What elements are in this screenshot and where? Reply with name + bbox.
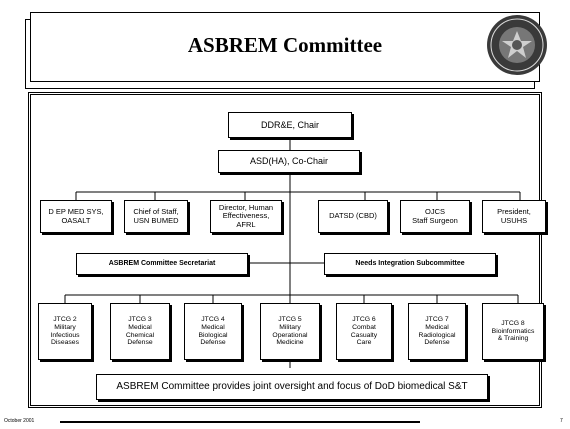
dod-seal-icon: [487, 15, 547, 75]
member-box: Chief of Staff, USN BUMED: [124, 200, 188, 233]
chair-label: DDR&E, Chair: [260, 119, 319, 130]
org-chart-panel: [28, 92, 542, 408]
member-label: OJCS Staff Surgeon: [412, 206, 458, 225]
member-label: DATSD (CBD): [329, 211, 377, 221]
member-box: OJCS Staff Surgeon: [400, 200, 470, 233]
jtcg-label: JTCG 8 Bioinformatics & Training: [491, 319, 535, 343]
jtcg-label: JTCG 6 Combat Casualty Care: [350, 315, 378, 347]
jtcg-box: JTCG 2 Military Infectious Diseases: [38, 303, 92, 360]
chair-box: DDR&E, Chair: [228, 112, 352, 138]
jtcg-label: JTCG 2 Military Infectious Diseases: [50, 315, 80, 347]
jtcg-label: JTCG 7 Medical Radiological Defense: [418, 315, 456, 347]
member-box: President, USUHS: [482, 200, 546, 233]
summary-label: ASBREM Committee provides joint oversigh…: [116, 381, 468, 393]
secretariat-box: ASBREM Committee Secretariat: [76, 253, 248, 275]
member-box: D EP MED SYS, OASALT: [40, 200, 112, 233]
member-label: D EP MED SYS, OASALT: [48, 206, 104, 225]
footer-date: October 2001: [4, 418, 35, 424]
member-label: President, USUHS: [497, 206, 531, 225]
cochair-label: ASD(HA), Co-Chair: [249, 156, 328, 167]
jtcg-box: JTCG 4 Medical Biological Defense: [184, 303, 242, 360]
member-box: DATSD (CBD): [318, 200, 388, 233]
subcommittee-box: Needs Integration Subcommittee: [324, 253, 496, 275]
member-label: Director, Human Effectiveness, AFRL: [218, 202, 274, 229]
summary-box: ASBREM Committee provides joint oversigh…: [96, 374, 488, 400]
page-title: ASBREM Committee: [187, 33, 383, 57]
jtcg-box: JTCG 7 Medical Radiological Defense: [408, 303, 466, 360]
cochair-box: ASD(HA), Co-Chair: [218, 150, 360, 173]
jtcg-label: JTCG 3 Medical Chemical Defense: [125, 315, 155, 347]
subcommittee-label: Needs Integration Subcommittee: [355, 259, 465, 267]
member-label: Chief of Staff, USN BUMED: [133, 206, 179, 225]
member-box: Director, Human Effectiveness, AFRL: [210, 200, 282, 233]
jtcg-box: JTCG 8 Bioinformatics & Training: [482, 303, 544, 360]
jtcg-box: JTCG 6 Combat Casualty Care: [336, 303, 392, 360]
footer-rule: [60, 421, 420, 423]
jtcg-label: JTCG 5 Military Operational Medicine: [272, 315, 308, 347]
page-number: 7: [560, 418, 563, 424]
jtcg-label: JTCG 4 Medical Biological Defense: [198, 315, 228, 347]
jtcg-box: JTCG 3 Medical Chemical Defense: [110, 303, 170, 360]
secretariat-label: ASBREM Committee Secretariat: [108, 259, 216, 267]
jtcg-box: JTCG 5 Military Operational Medicine: [260, 303, 320, 360]
